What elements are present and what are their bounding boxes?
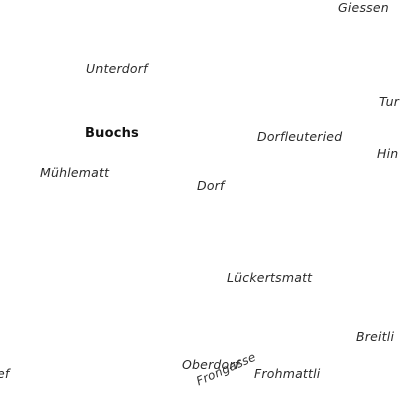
place-label-unterdorf: Unterdorf bbox=[86, 61, 148, 76]
place-label-giessen: Giessen bbox=[338, 0, 389, 15]
place-label-dorf: Dorf bbox=[197, 178, 225, 193]
place-label-oberdorf: Oberdorf bbox=[182, 357, 240, 372]
place-label-muehlematt: Mühlematt bbox=[40, 165, 110, 180]
place-label-lueckertsmatt: Lückertsmatt bbox=[227, 270, 313, 285]
place-label-buochs: Buochs bbox=[85, 126, 139, 141]
place-label-frohmattli: Frohmattli bbox=[254, 366, 321, 381]
place-label-breitli: Breitli bbox=[356, 329, 395, 344]
place-label-hin: Hin bbox=[377, 146, 399, 161]
place-label-dorfleuteried: Dorfleuteried bbox=[257, 129, 343, 144]
place-label-ef: ef bbox=[0, 366, 10, 381]
place-label-tur: Tur bbox=[379, 94, 400, 109]
